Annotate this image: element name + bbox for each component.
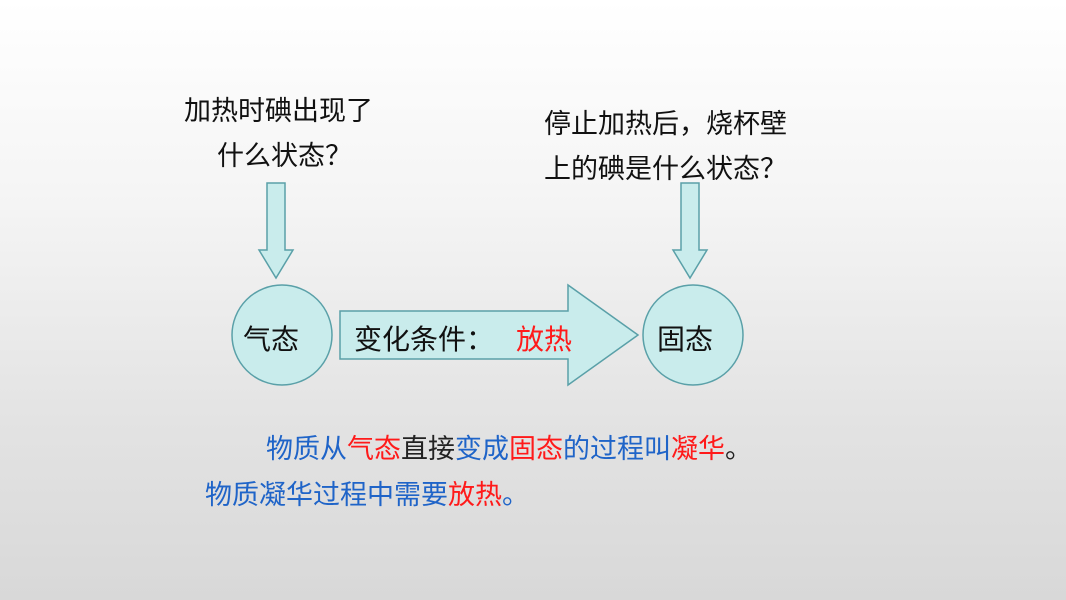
transition-condition-label: 变化条件：	[354, 323, 495, 356]
down-arrow-left	[257, 182, 295, 280]
solid-node-label: 固态	[657, 323, 714, 356]
transition-arrow	[339, 283, 640, 387]
summary-1-part-5: 固态	[509, 434, 563, 465]
question-left-line2: 什么状态？	[217, 141, 352, 172]
summary-1-part-1: 物质从	[266, 434, 347, 465]
question-left-line1: 加热时碘出现了	[184, 96, 373, 127]
solid-node	[642, 284, 744, 386]
question-right-line1: 停止加热后，烧杯壁	[544, 109, 787, 140]
summary-line-2: 物质凝华过程中需要放热。	[205, 478, 529, 514]
summary-2-part-1: 物质凝华过程中需要	[205, 480, 448, 511]
gas-node-label: 气态	[243, 323, 300, 356]
transition-condition-value: 放热	[516, 323, 573, 356]
summary-1-part-8: 。	[725, 434, 752, 465]
summary-line-1: 物质从气态直接变成固态的过程叫凝华。	[266, 432, 752, 468]
summary-2-part-2: 放热	[448, 480, 502, 511]
question-right: 停止加热后，烧杯壁 上的碘是什么状态？	[544, 102, 787, 192]
summary-1-part-2: 气态	[347, 434, 401, 465]
gas-node	[231, 284, 333, 386]
summary-1-part-7: 凝华	[671, 434, 725, 465]
summary-1-part-3: 直接	[401, 434, 455, 465]
down-arrow-right	[671, 182, 709, 280]
summary-1-part-6: 的过程叫	[563, 434, 671, 465]
summary-1-part-4: 变成	[455, 434, 509, 465]
summary-2-part-3: 。	[502, 480, 529, 511]
question-left: 加热时碘出现了 什么状态？	[184, 89, 373, 179]
question-right-line2: 上的碘是什么状态？	[544, 154, 787, 185]
